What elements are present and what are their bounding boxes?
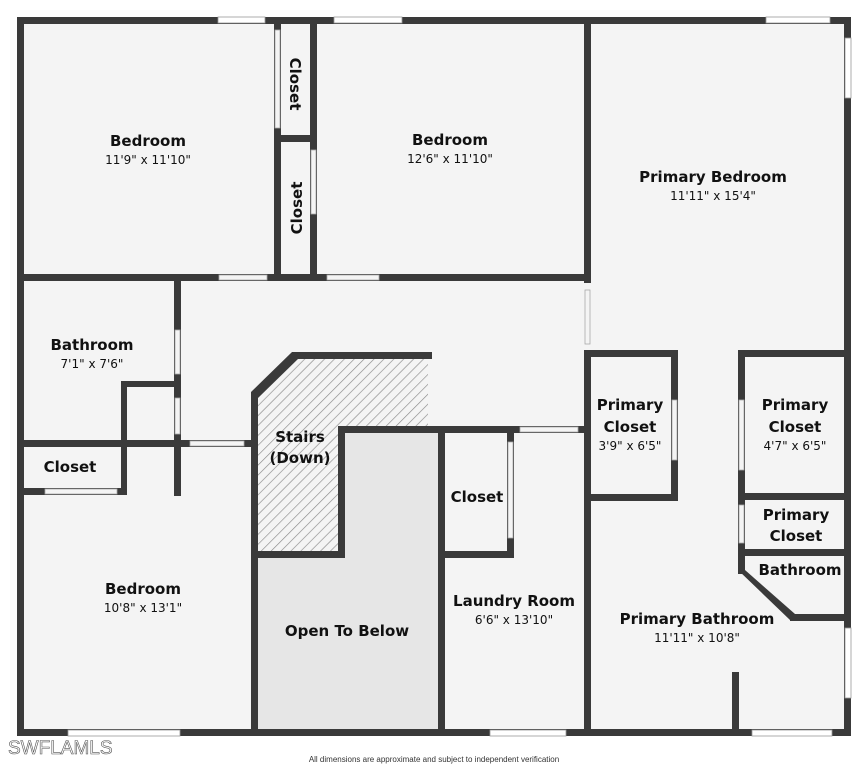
primary-closet-2-name-line2: Closet	[769, 418, 822, 436]
bedroom-3-dims: 10'8" x 13'1"	[104, 601, 182, 615]
open-to-below-label: Open To Below	[285, 622, 409, 640]
door-openings	[44, 29, 745, 544]
stairs-label-line2: (Down)	[269, 449, 330, 467]
bathroom-dims: 7'1" x 7'6"	[61, 357, 124, 371]
primary-closet-1-name-line2: Closet	[604, 418, 657, 436]
closet-top-2-label: Closet	[288, 182, 306, 235]
primary-closet-1-dims: 3'9" x 6'5"	[599, 439, 662, 453]
primary-closet-3-name-line1: Primary	[763, 506, 830, 524]
stairs-area	[258, 357, 428, 553]
bedroom-3-name: Bedroom	[105, 580, 181, 598]
bedroom-1-dims: 11'9" x 11'10"	[105, 153, 191, 167]
primary-closet-3-name-line2: Closet	[770, 527, 823, 545]
closet-laundry-label: Closet	[451, 488, 504, 506]
bedroom-2-dims: 12'6" x 11'10"	[407, 152, 493, 166]
windows	[67, 16, 852, 737]
closet-top-1-label: Closet	[286, 58, 304, 111]
disclaimer: All dimensions are approximate and subje…	[309, 755, 559, 764]
bathroom-name: Bathroom	[50, 336, 133, 354]
walls	[17, 17, 851, 736]
bedroom-1-name: Bedroom	[110, 132, 186, 150]
watermark: SWFLAMLS	[8, 738, 113, 759]
primary-closet-2-dims: 4'7" x 6'5"	[764, 439, 827, 453]
primary-bathroom-name: Primary Bathroom	[620, 610, 775, 628]
laundry-room-dims: 6'6" x 13'10"	[475, 613, 553, 627]
primary-closet-2-name-line1: Primary	[762, 396, 829, 414]
closet-left-label: Closet	[44, 458, 97, 476]
bedroom-2-name: Bedroom	[412, 131, 488, 149]
stairs-label-line1: Stairs	[275, 428, 325, 446]
laundry-room-name: Laundry Room	[453, 592, 575, 610]
primary-bedroom-dims: 11'11" x 15'4"	[670, 189, 756, 203]
primary-bedroom-name: Primary Bedroom	[639, 168, 787, 186]
primary-bathroom-dims: 11'11" x 10'8"	[654, 631, 740, 645]
small-bathroom-label: Bathroom	[758, 561, 841, 579]
primary-closet-1-name-line1: Primary	[597, 396, 664, 414]
